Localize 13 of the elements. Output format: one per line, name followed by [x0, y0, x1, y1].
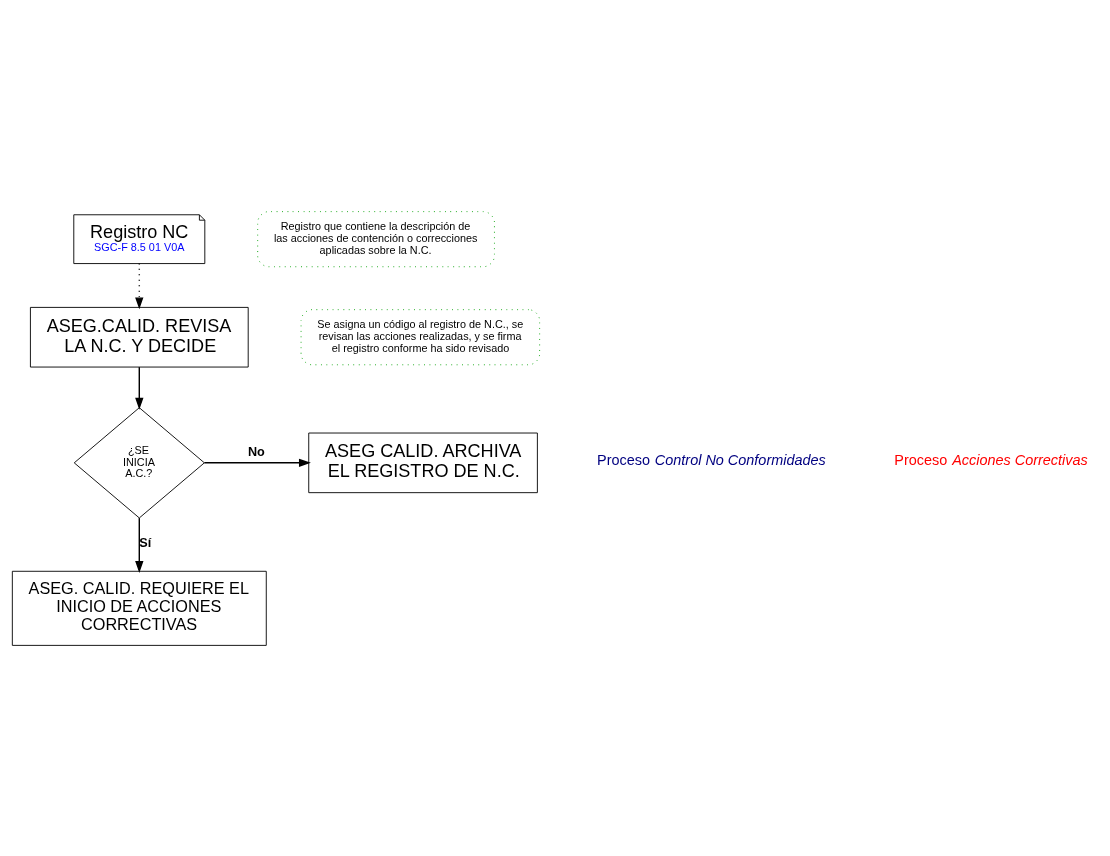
node-box: ASEG.CALID. REVISA LA N.C. Y DECIDE — [29, 306, 249, 367]
label: Proceso Control No Conformidades — [597, 451, 826, 468]
arrow — [203, 458, 311, 467]
node-box: ASEG. CALID. REQUIERE EL INICIO DE ACCIONES CORRECTIVAS — [11, 570, 267, 646]
node-diamond: ¿SE INICIA A.C.? — [73, 406, 205, 518]
label: Proceso Acciones Correctivas — [894, 451, 1088, 468]
node-box: Se asigna un código al registro de N.C., se revisan las acciones realizadas, y se firma el registro conforme ha sido revisado — [300, 308, 541, 365]
arrow — [135, 365, 144, 410]
arrow — [135, 516, 144, 573]
node-box: Registro que contiene la descripción de las acciones de contención o correcciones aplicadas sobre la N.C. — [257, 210, 495, 267]
edge-label: No — [247, 444, 265, 459]
edge-label: Sí — [139, 535, 152, 550]
node-box: ASEG CALID. ARCHIVA EL REGISTRO DE N.C. — [308, 432, 538, 493]
